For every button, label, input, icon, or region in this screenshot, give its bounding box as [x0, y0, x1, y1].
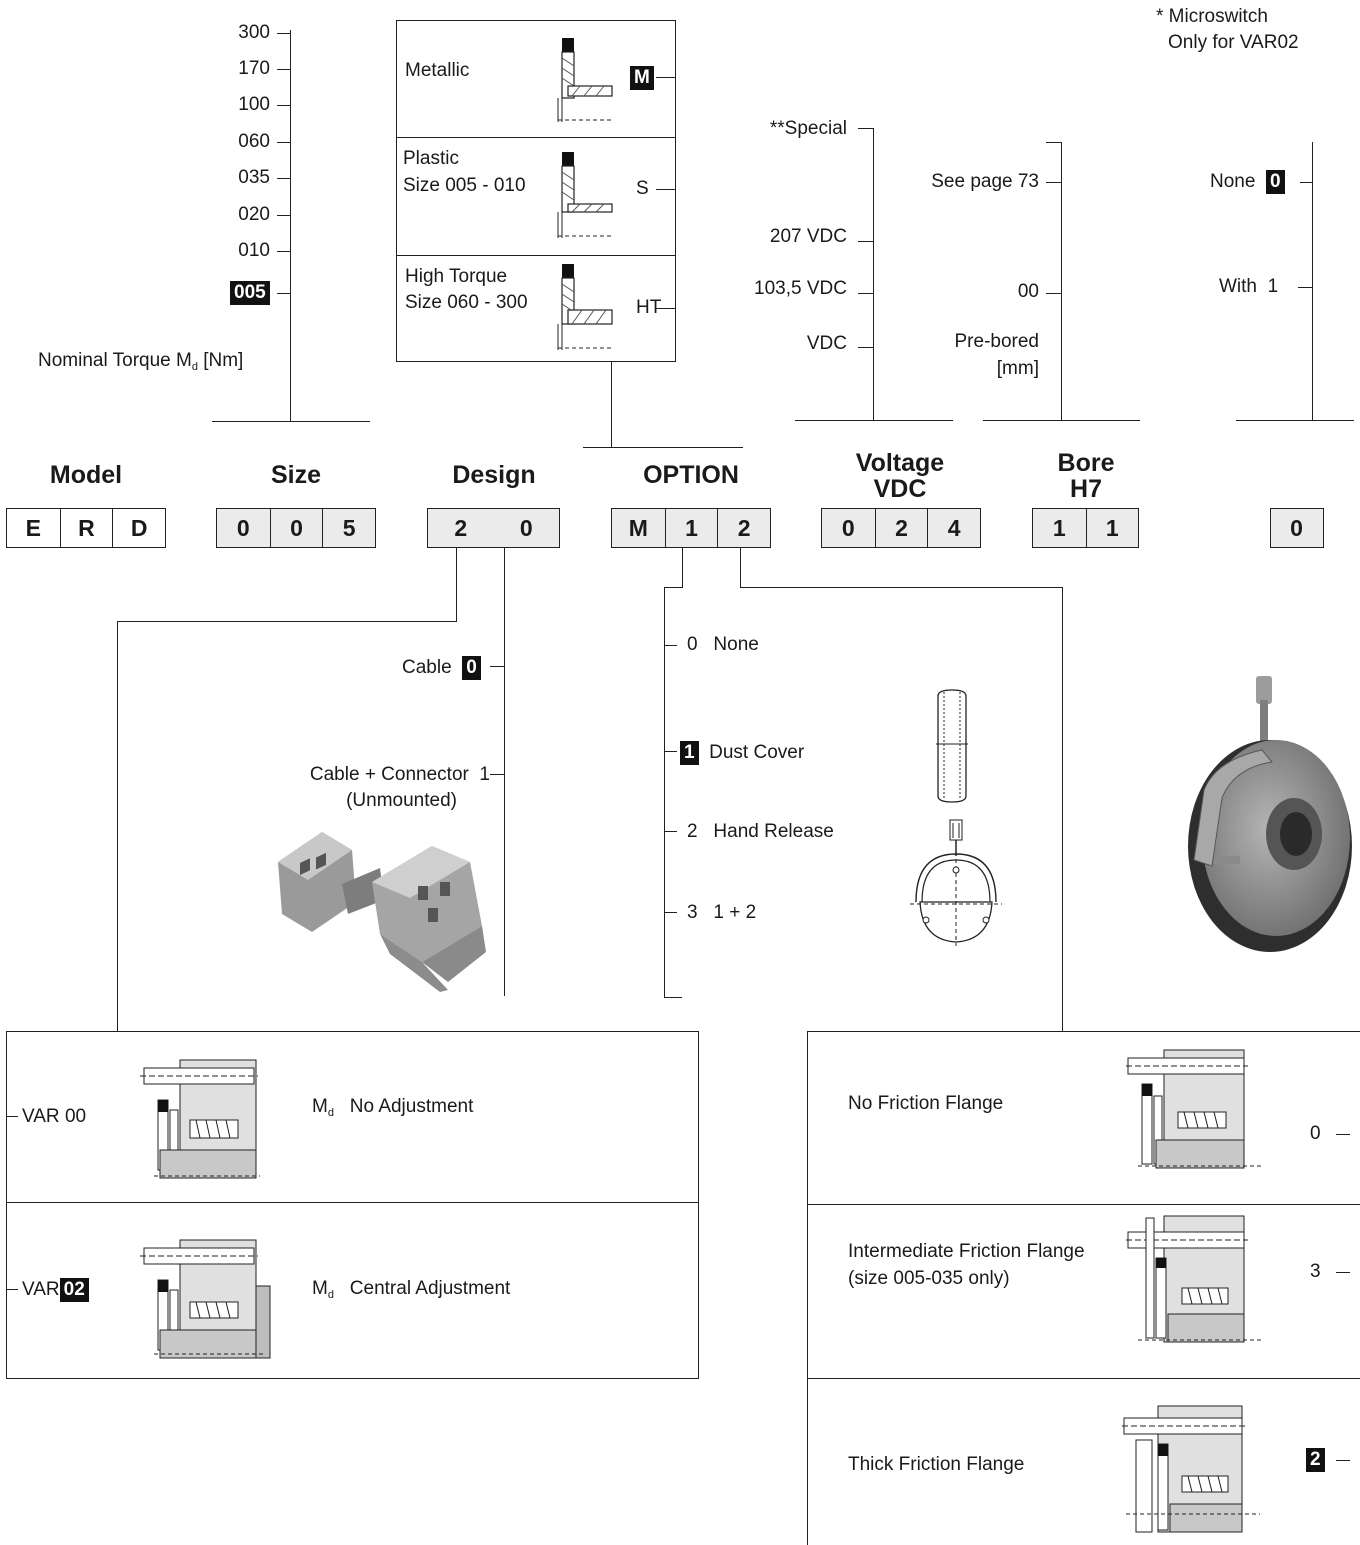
torque-caption: Nominal Torque Md [Nm] [38, 350, 244, 373]
code-voltage-3: 4 [927, 509, 980, 547]
design-metallic-label: Metallic [405, 60, 470, 81]
code-design-1: 2 [454, 514, 468, 541]
flange-none-code: 0 [1310, 1123, 1321, 1144]
code-voltage: 0 2 4 [821, 508, 981, 548]
torque-170: 170 [238, 58, 270, 79]
bore-prebored: Pre-bored [954, 331, 1040, 352]
code-bore-1: 1 [1052, 514, 1066, 541]
voltage-vdc: VDC [806, 333, 847, 354]
flange-thick-code: 2 [1306, 1448, 1325, 1472]
code-design: 2 0 [427, 508, 560, 548]
code-option-m: M [628, 514, 648, 541]
flange-thick-label: Thick Friction Flange [848, 1454, 1025, 1475]
header-bore-tol: H7 [1070, 475, 1102, 503]
microswitch-with: With 1 [1219, 276, 1279, 297]
var02-section-icon [140, 1239, 271, 1359]
code-size-3: 5 [322, 509, 375, 547]
var00-section-icon [140, 1059, 260, 1179]
code-model-d: D [112, 509, 165, 547]
hand-release-icon [910, 819, 1002, 946]
code-voltage-1: 0 [841, 514, 855, 541]
torque-035: 035 [238, 167, 270, 188]
code-size-2: 0 [269, 509, 323, 547]
brake-product-photo [1188, 676, 1352, 952]
bore-unit: [mm] [996, 358, 1039, 379]
header-bore: Bore [1057, 449, 1115, 477]
flange-intermediate-label: Intermediate Friction Flange [848, 1241, 1085, 1262]
dust-cover-icon [936, 689, 968, 803]
flange-none-label: No Friction Flange [848, 1093, 1004, 1114]
code-model-r: R [59, 509, 113, 547]
option-0-none: 0 None [687, 634, 759, 655]
code-option-1: 1 [664, 509, 718, 547]
design-code-s: S [636, 178, 649, 199]
torque-020: 020 [238, 204, 270, 225]
variant-table [6, 1031, 699, 1379]
design-type-table [396, 20, 676, 362]
flange-thick-section-icon [1122, 1405, 1260, 1533]
hightorque-section-icon [557, 264, 614, 350]
design-hightorque-size: Size 060 - 300 [405, 292, 528, 313]
metallic-section-icon [557, 38, 614, 122]
code-size: 0 0 5 [216, 508, 376, 548]
design-hightorque-label: High Torque [405, 266, 508, 287]
code-size-1: 0 [236, 514, 250, 541]
cable-connector-option: Cable + Connector 1 [309, 764, 490, 785]
flange-none-section-icon [1126, 1049, 1264, 1169]
torque-300: 300 [238, 22, 270, 43]
flange-table [807, 1031, 1360, 1545]
code-bore-2: 1 [1085, 509, 1139, 547]
flange-intermediate-code: 3 [1310, 1261, 1321, 1282]
design-code-ht: HT [636, 297, 662, 318]
code-option-2: 2 [717, 509, 770, 547]
bore-see-page: See page 73 [931, 171, 1039, 192]
header-voltage-unit: VDC [873, 475, 927, 503]
flange-intermediate-section-icon [1126, 1215, 1264, 1343]
microswitch-note-2: Only for VAR02 [1168, 32, 1299, 53]
torque-010: 010 [238, 240, 270, 261]
header-size: Size [270, 461, 322, 489]
variant-00-label: VAR 00 [22, 1106, 87, 1127]
option-1-dust-cover: 1 Dust Cover [680, 741, 804, 765]
design-plastic-size: Size 005 - 010 [403, 175, 526, 196]
microswitch-none: None 0 [1210, 170, 1285, 194]
flange-intermediate-size: (size 005-035 only) [848, 1268, 1010, 1289]
connector-photo-icon [278, 832, 486, 992]
cable-unmounted: (Unmounted) [346, 790, 457, 811]
voltage-103: 103,5 VDC [754, 278, 847, 299]
plastic-section-icon [557, 152, 614, 238]
variant-02-desc: Md Central Adjustment [312, 1278, 511, 1301]
design-code-m: M [630, 66, 654, 90]
code-switch-1: 0 [1290, 514, 1303, 541]
voltage-special: **Special [769, 118, 847, 139]
torque-selected-005: 005 [230, 281, 270, 305]
cable-option: Cable 0 [402, 656, 481, 680]
code-bore: 1 1 [1032, 508, 1139, 548]
variant-00-desc: Md No Adjustment [312, 1096, 474, 1119]
header-model: Model [49, 461, 123, 489]
header-option: OPTION [643, 461, 739, 489]
voltage-207: 207 VDC [769, 226, 847, 247]
code-switch: 0 [1270, 508, 1324, 548]
option-3-both: 3 1 + 2 [687, 902, 757, 923]
option-2-hand-release: 2 Hand Release [687, 821, 834, 842]
header-voltage: Voltage [855, 449, 945, 477]
header-design: Design [452, 461, 536, 489]
torque-060: 060 [238, 131, 270, 152]
code-voltage-2: 2 [874, 509, 928, 547]
design-plastic-label: Plastic [403, 148, 459, 169]
code-design-2: 0 [519, 514, 533, 541]
bore-00: 00 [1017, 281, 1039, 302]
microswitch-note: * Microswitch [1156, 6, 1268, 27]
code-model: E R D [6, 508, 166, 548]
torque-100: 100 [238, 94, 270, 115]
code-option: M 1 2 [611, 508, 771, 548]
code-model-e: E [25, 514, 41, 541]
